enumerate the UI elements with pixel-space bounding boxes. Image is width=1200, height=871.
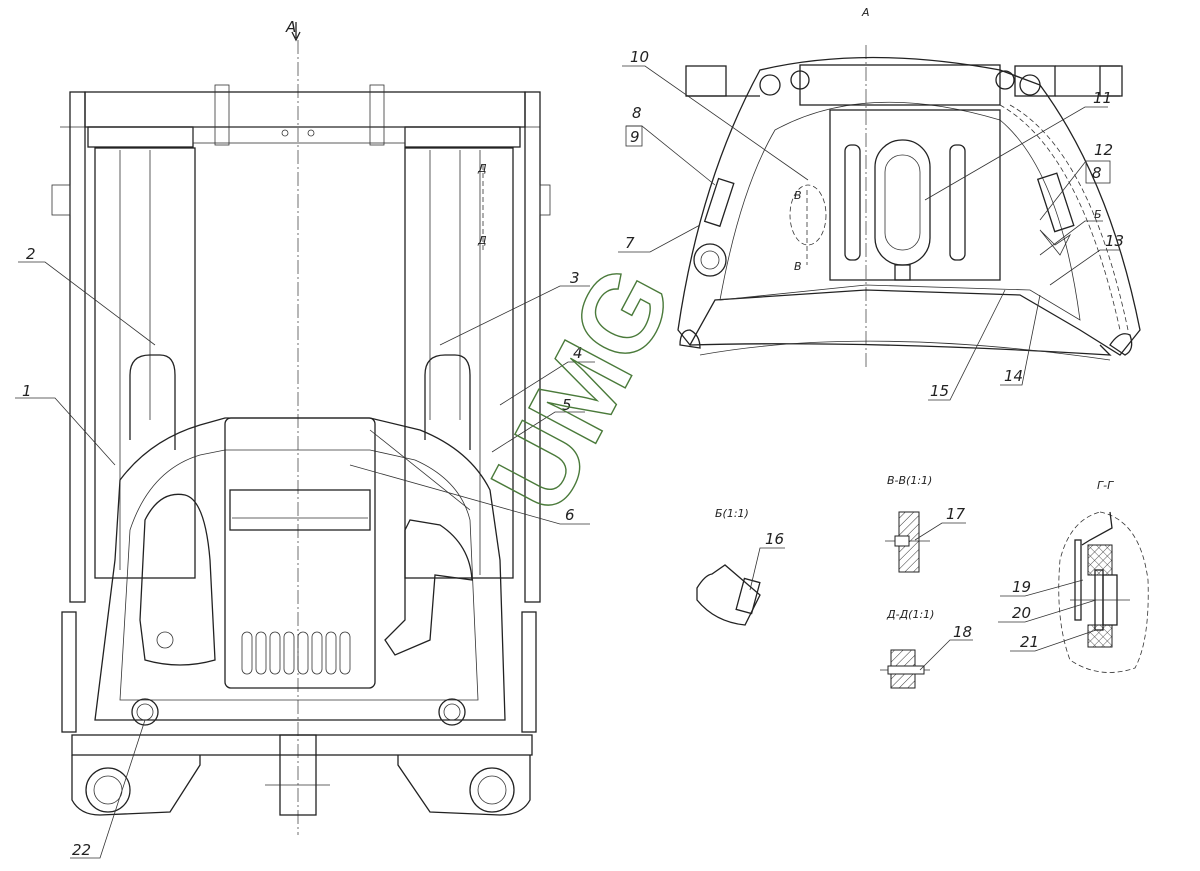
view-arrow-a: А	[285, 18, 296, 36]
section-d-d: Д-Д(1:1) 18	[880, 608, 973, 689]
callout-9: 9	[630, 128, 640, 146]
callout-11: 11	[1093, 89, 1112, 107]
callout-14: 14	[1004, 367, 1023, 385]
callout-1: 1	[22, 382, 32, 400]
callout-13: 13	[1105, 232, 1124, 250]
callout-12: 12	[1094, 141, 1113, 159]
callout-22: 22	[72, 841, 91, 859]
callout-21: 21	[1020, 633, 1039, 651]
section-vv-title: В-В(1:1)	[887, 474, 932, 487]
callout-8-right: 8	[1092, 164, 1102, 182]
callout-8-left: 8	[632, 104, 642, 122]
callout-15: 15	[930, 382, 949, 400]
detail-b: Б(1:1) 16	[696, 507, 785, 626]
callout-4: 4	[573, 344, 583, 362]
callout-7: 7	[625, 234, 635, 252]
callout-16: 16	[765, 530, 784, 548]
section-mark-v-top: В	[794, 189, 802, 202]
callout-18: 18	[953, 623, 972, 641]
callout-10: 10	[630, 48, 649, 66]
detail-b-title: Б(1:1)	[715, 507, 749, 520]
callout-b: Б	[1094, 208, 1102, 221]
callout-5: 5	[562, 396, 572, 414]
view-a: А В В 7 8 9	[618, 6, 1141, 401]
section-v-v: В-В(1:1) 17	[885, 474, 966, 573]
view-a-title: А	[861, 6, 870, 19]
vent-slots	[241, 631, 351, 675]
section-gg-title: Г-Г	[1097, 479, 1114, 492]
callout-6: 6	[565, 506, 575, 524]
callout-19: 19	[1012, 578, 1031, 596]
section-mark-d-bottom: Д	[477, 234, 487, 247]
section-mark-d-top: Д	[477, 162, 487, 175]
callout-2: 2	[26, 245, 36, 263]
watermark: UMG	[468, 247, 697, 531]
callout-20: 20	[1012, 604, 1031, 622]
main-view: А Д Д	[15, 18, 595, 859]
section-g-g: Г-Г 19 20 21	[998, 479, 1149, 673]
section-mark-v-bottom: В	[794, 260, 802, 273]
callout-3: 3	[570, 269, 580, 287]
section-dd-title: Д-Д(1:1)	[886, 608, 934, 621]
callout-17: 17	[946, 505, 966, 523]
